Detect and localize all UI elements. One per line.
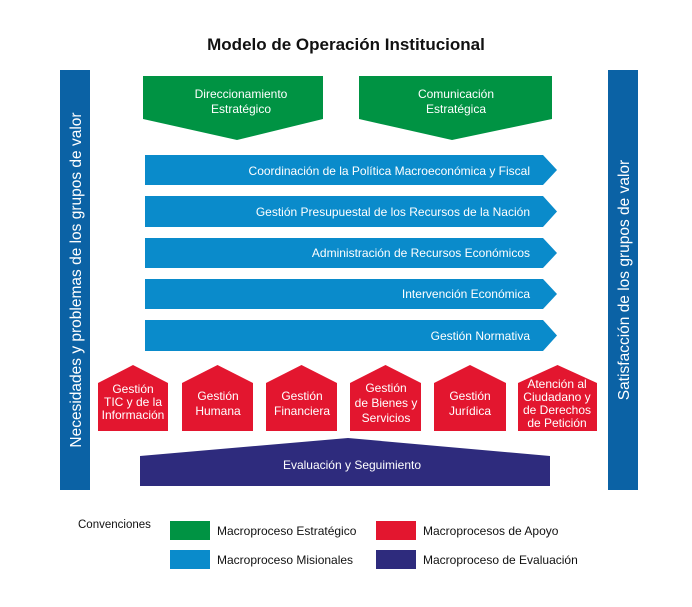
svg-text:Gestión Presupuestal de los Re: Gestión Presupuestal de los Recursos de … xyxy=(256,205,530,219)
legend-swatch-missional xyxy=(170,550,210,569)
missional-arrow: Coordinación de la Política Macroeconómi… xyxy=(145,155,557,185)
svg-text:Macroproceso Estratégico: Macroproceso Estratégico xyxy=(217,524,357,538)
right-side-bar-label: Satisfacción de los grupos de valor xyxy=(616,160,633,400)
svg-text:Coordinación de la Política Ma: Coordinación de la Política Macroeconómi… xyxy=(249,164,530,178)
legend-swatch-evaluation xyxy=(376,550,416,569)
svg-text:Evaluación y Seguimiento: Evaluación y Seguimiento xyxy=(283,458,421,472)
missional-arrow: Administración de Recursos Económicos xyxy=(145,238,557,268)
missional-arrow: Gestión Presupuestal de los Recursos de … xyxy=(145,196,557,227)
strategic-process-shape xyxy=(359,76,552,140)
left-side-bar-label: Necesidades y problemas de los grupos de… xyxy=(68,112,85,447)
left-side-bar xyxy=(60,70,90,490)
legend: Convenciones Macroproceso Estratégico Ma… xyxy=(78,519,578,569)
legend-title: Convenciones xyxy=(78,519,151,531)
legend-swatch-strategic xyxy=(170,521,210,540)
diagram-title: Modelo de Operación Institucional xyxy=(207,35,485,54)
svg-text:Gestión Normativa: Gestión Normativa xyxy=(431,329,531,343)
svg-text:Administración de Recursos Eco: Administración de Recursos Económicos xyxy=(312,246,530,260)
strategic-process-shape xyxy=(143,76,323,140)
svg-text:Intervención Económica: Intervención Económica xyxy=(402,287,530,301)
right-side-bar xyxy=(608,70,638,490)
evaluation-process-shape: Evaluación y Seguimiento xyxy=(140,438,550,486)
svg-text:Macroproceso Misionales: Macroproceso Misionales xyxy=(217,553,353,567)
legend-swatch-support xyxy=(376,521,416,540)
missional-arrow: Intervención Económica xyxy=(145,279,557,309)
missional-arrow: Gestión Normativa xyxy=(145,320,557,351)
svg-text:Macroproceso de Evaluación: Macroproceso de Evaluación xyxy=(423,553,578,567)
svg-text:Macroprocesos de Apoyo: Macroprocesos de Apoyo xyxy=(423,524,559,538)
